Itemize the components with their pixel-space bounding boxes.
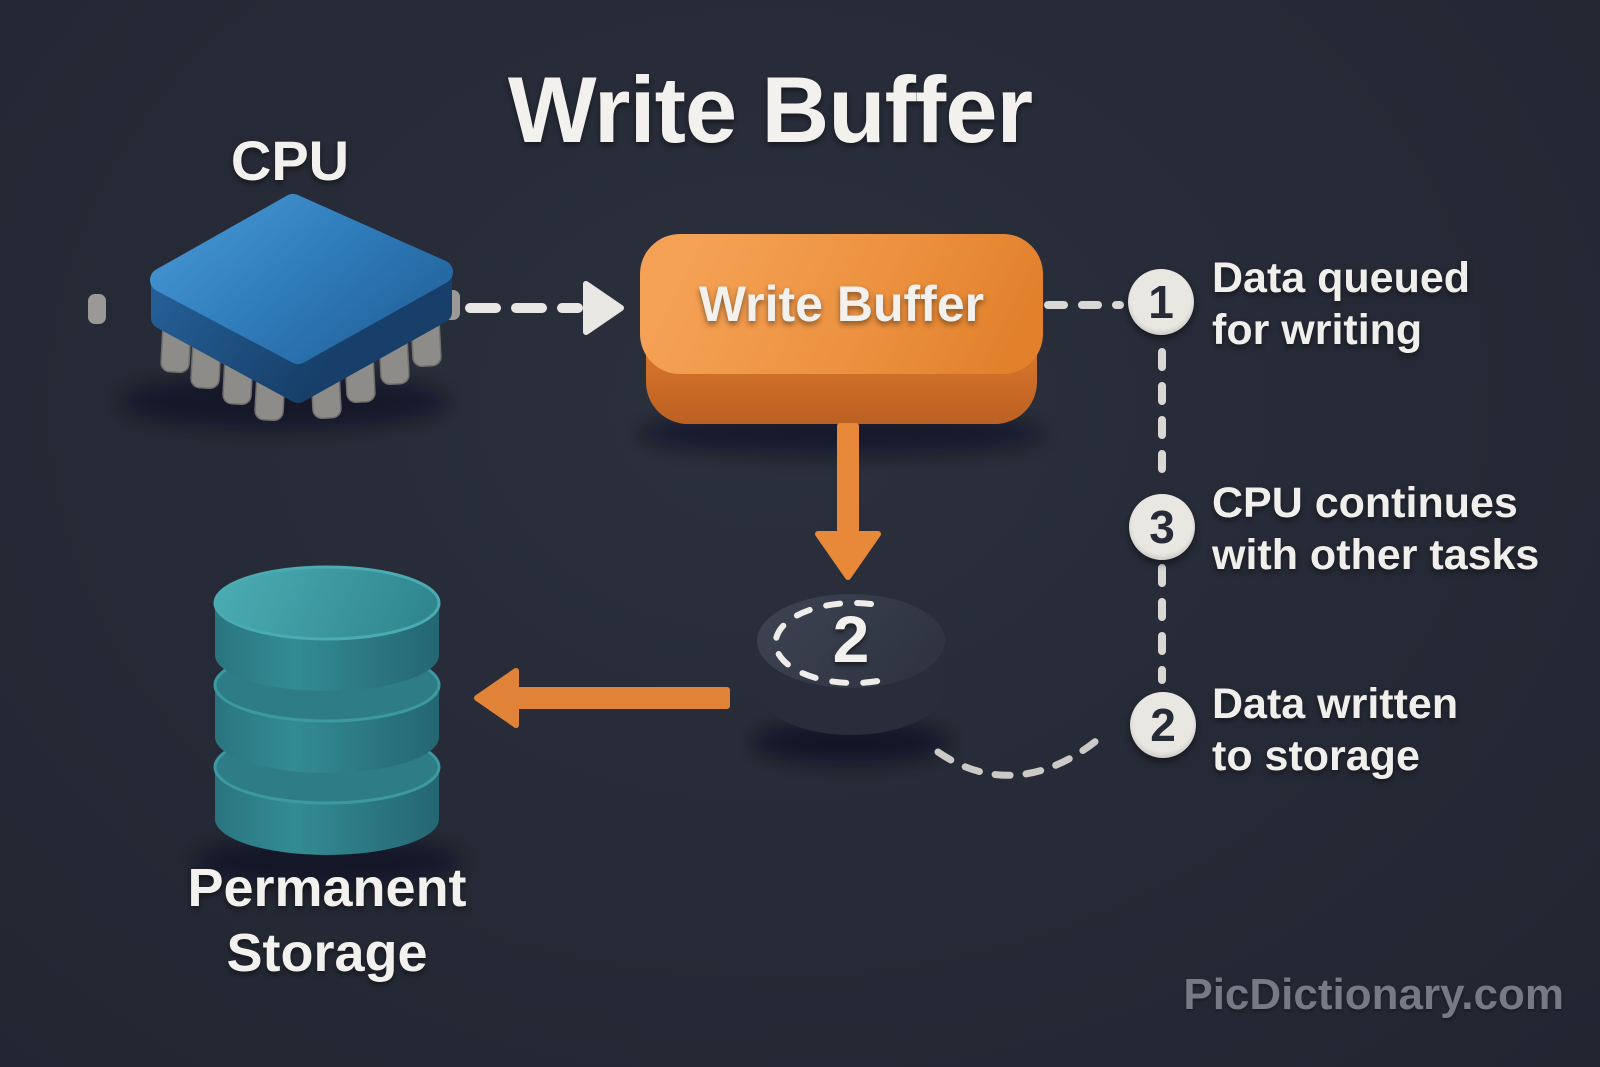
step2-text-line1: Data written [1212, 680, 1459, 728]
step2-text: Data written to storage [1212, 678, 1458, 783]
step1-text-line1: Data queued [1212, 254, 1471, 302]
disk-step-number: 2 [832, 602, 870, 676]
storage-label-line2: Storage [226, 922, 428, 983]
cpu-chip-icon [88, 194, 460, 421]
arrow-buffer-to-disk-icon [815, 423, 881, 580]
step3-text-line1: CPU continues [1212, 479, 1518, 527]
step3-number: 3 [1149, 501, 1175, 553]
page-title: Write Buffer [507, 57, 1033, 162]
step1-badge: 1 [1128, 269, 1194, 335]
arrow-disk-to-storage-icon [474, 668, 730, 728]
connector-disk-to-step2 [934, 732, 1106, 779]
storage-label-line1: Permanent [187, 858, 467, 918]
step1-text-line2: for writing [1212, 306, 1423, 355]
step2-text-line2: to storage [1212, 732, 1420, 781]
step3-badge: 3 [1129, 494, 1195, 560]
disk-dashed-arc [772, 600, 881, 686]
cpu-label: CPU [230, 129, 350, 192]
step1-number: 1 [1148, 276, 1174, 328]
step2-number: 2 [1150, 699, 1176, 751]
storage-label: Permanent Storage [120, 856, 534, 986]
arrow-cpu-to-buffer-icon [465, 281, 624, 335]
write-disk-icon [757, 594, 945, 735]
step3-text: CPU continues with other tasks [1212, 477, 1539, 582]
step2-badge: 2 [1130, 692, 1196, 758]
write-buffer-label: Write Buffer [698, 276, 985, 332]
step3-text-line2: with other tasks [1212, 531, 1540, 580]
write-buffer-box [640, 234, 1043, 424]
step1-text: Data queued for writing [1212, 252, 1470, 357]
watermark: PicDictionary.com [1183, 970, 1564, 1019]
database-icon [213, 565, 441, 855]
